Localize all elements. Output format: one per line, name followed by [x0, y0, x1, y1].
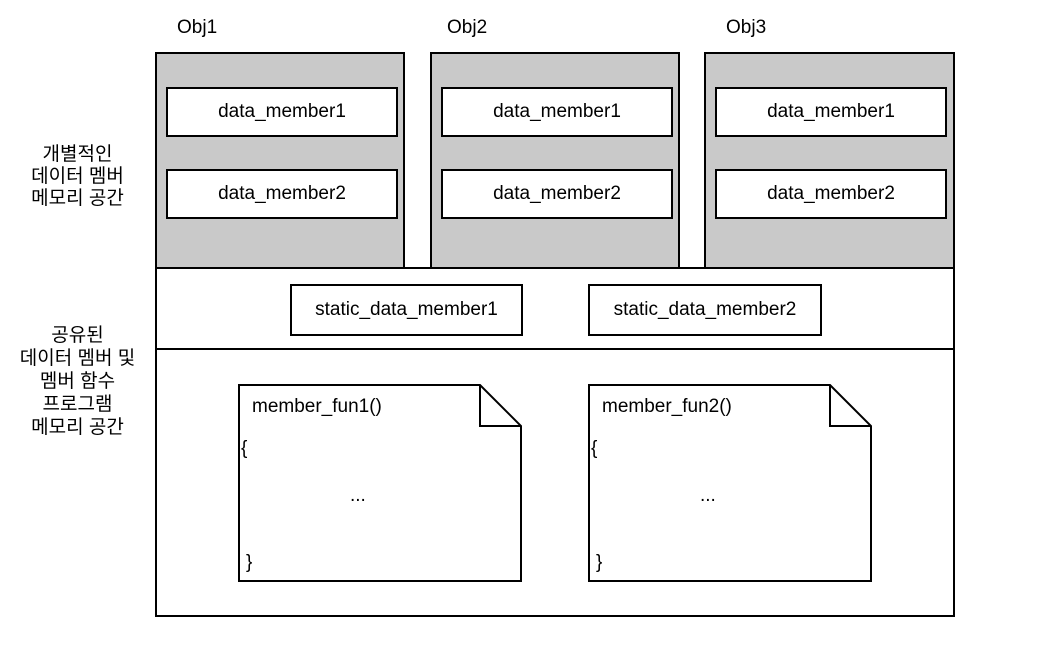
static-member-box: static_data_member1 [290, 284, 523, 336]
function-name: member_fun1() [252, 396, 382, 417]
member-function-doc: member_fun2() { ... } [588, 384, 872, 582]
object-title-obj1: Obj1 [177, 17, 218, 38]
brace-open: { [241, 438, 248, 459]
member-function-doc: member_fun1() { ... } [238, 384, 522, 582]
individual-memory-label: 개별적인 데이터 멤버 메모리 공간 [31, 144, 124, 209]
data-member-box: data_member1 [166, 87, 398, 137]
function-body-ellipsis: ... [350, 485, 366, 506]
brace-close: } [596, 552, 603, 573]
data-member-box: data_member1 [715, 87, 947, 137]
shared-memory-label: 공유된 데이터 멤버 및 멤버 함수 프로그램 메모리 공간 [19, 325, 136, 438]
brace-close: } [246, 552, 253, 573]
static-member-box: static_data_member2 [588, 284, 822, 336]
data-member-box: data_member2 [715, 169, 947, 219]
function-body-ellipsis: ... [700, 485, 716, 506]
data-member-box: data_member2 [166, 169, 398, 219]
object-box-obj3: data_member1 data_member2 [704, 52, 955, 269]
object-box-obj2: data_member1 data_member2 [430, 52, 680, 269]
data-member-box: data_member1 [441, 87, 673, 137]
region-divider [157, 348, 953, 350]
function-name: member_fun2() [602, 396, 732, 417]
folded-page-shape [238, 384, 522, 582]
object-title-obj2: Obj2 [447, 17, 488, 38]
data-member-box: data_member2 [441, 169, 673, 219]
object-box-obj1: data_member1 data_member2 [155, 52, 405, 269]
object-title-obj3: Obj3 [726, 17, 767, 38]
folded-page-shape [588, 384, 872, 582]
brace-open: { [591, 438, 598, 459]
